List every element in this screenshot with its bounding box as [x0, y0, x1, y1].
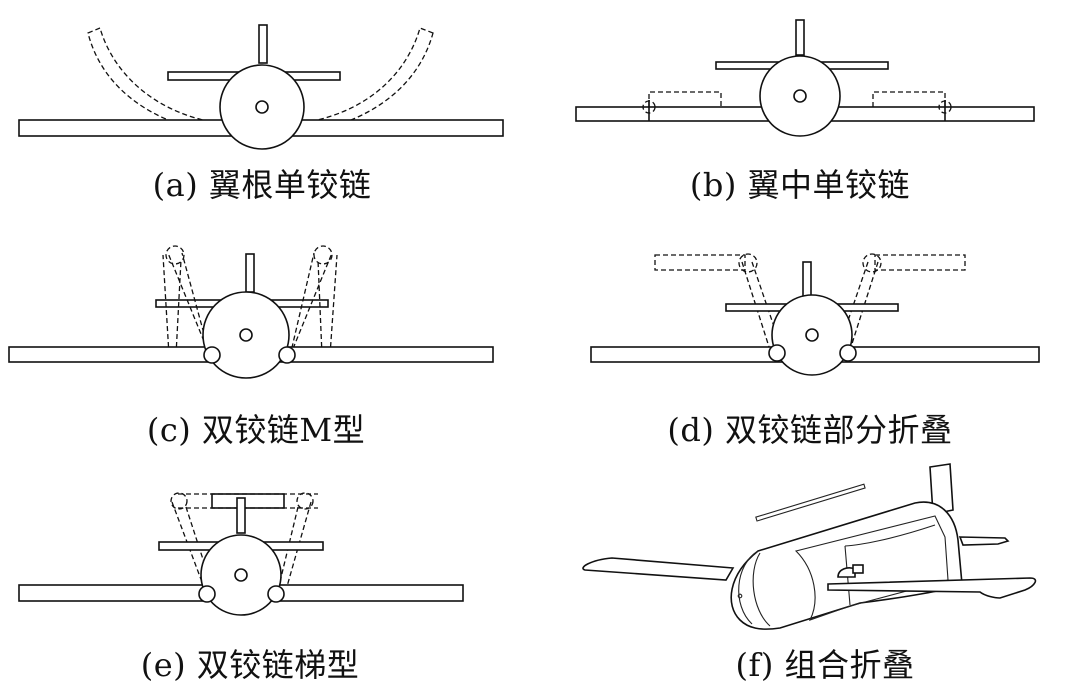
vertical-tail	[929, 463, 954, 515]
hinge-inner-left	[203, 346, 221, 364]
hinge-inner-right	[839, 344, 857, 362]
fuselage-center-mark	[234, 568, 248, 582]
hinge-inner-right	[278, 346, 296, 364]
top-rail	[755, 483, 866, 522]
folded-wing-left-outline	[648, 91, 722, 107]
folded-outer-wing	[178, 493, 318, 509]
panel-d-double-hinge-partial-fold	[590, 253, 1040, 376]
panel-b-mid-wing-single-hinge	[575, 19, 1035, 137]
folded-inner-wing-right	[837, 261, 879, 351]
hinge-inner-right	[267, 585, 285, 603]
hinge-outer-left	[738, 253, 758, 273]
hinge-pin	[852, 564, 864, 574]
folded-outer-wing-right	[874, 254, 966, 271]
hinge-outer-right	[862, 253, 882, 273]
folded-wing-right-outline	[300, 27, 434, 135]
folded-wing-right-outline	[872, 91, 946, 107]
vertical-tail	[236, 497, 246, 534]
panel-f-combined-fold-3d	[582, 463, 1037, 630]
bay-upper-edge	[844, 524, 936, 547]
folded-outer-wing-left	[654, 254, 746, 271]
hinge-inner-left	[768, 344, 786, 362]
fuselage-center-mark	[239, 328, 253, 342]
vertical-tail	[245, 253, 255, 293]
caption-panel-d: (d) 双铰链部分折叠	[667, 411, 953, 449]
folded-outer-wing-center	[211, 493, 285, 509]
fuselage-nose	[738, 550, 759, 625]
hinge-outer-left	[170, 492, 188, 510]
caption-panel-c: (c) 双铰链M型	[146, 411, 366, 449]
caption-panel-a: (a) 翼根单铰链	[152, 166, 372, 204]
fuselage-center-mark	[255, 100, 269, 114]
folded-inner-wing-left	[741, 261, 783, 351]
hinge-inner-left	[198, 585, 216, 603]
nose-cap-edge	[752, 552, 771, 627]
panel-a-wing-root-single-hinge	[18, 24, 504, 150]
folded-wing-left-outline	[162, 252, 211, 357]
hinge-outer-right	[296, 492, 314, 510]
vertical-tail	[258, 24, 268, 64]
fuselage-center-mark	[805, 328, 819, 342]
vertical-tail	[802, 261, 812, 298]
wing-right	[827, 577, 1037, 599]
folded-wing-right-outline	[289, 252, 338, 357]
caption-panel-b: (b) 翼中单铰链	[689, 166, 911, 204]
fuselage-center-mark	[793, 89, 807, 103]
wing-left	[582, 557, 735, 581]
panel-c-double-hinge-m-type	[8, 245, 494, 379]
hinge-outer-right	[313, 245, 333, 265]
horizontal-tail	[958, 536, 1010, 546]
folded-wing-left-outline	[87, 27, 217, 135]
hinge-outer-left	[165, 245, 185, 265]
wing-bay	[794, 515, 949, 621]
caption-panel-e: (e) 双铰链梯型	[140, 646, 360, 684]
caption-panel-f: (f) 组合折叠	[735, 646, 915, 684]
nose-marker	[737, 593, 743, 599]
panel-e-double-hinge-trapezoid	[18, 492, 464, 616]
vertical-tail	[795, 19, 805, 56]
